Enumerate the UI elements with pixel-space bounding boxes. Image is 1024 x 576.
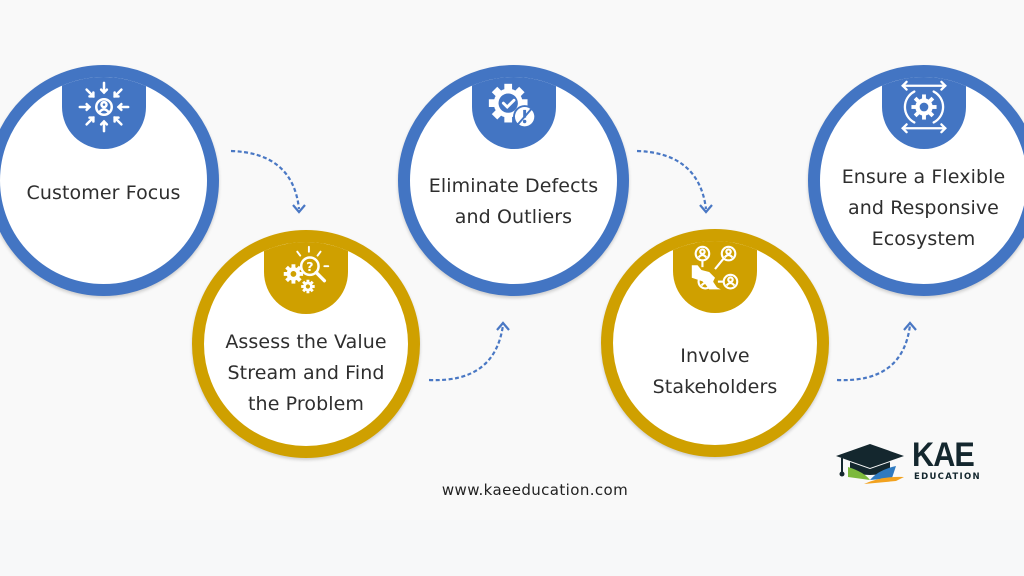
label-line: Ecosystem <box>871 228 976 250</box>
step-1-icon-tab <box>61 77 146 149</box>
stakeholder-network-icon <box>691 245 739 290</box>
step-3-icon-tab <box>471 77 556 149</box>
step-3-label: Eliminate Defects and Outliers <box>410 171 617 233</box>
gears-magnifier-question-icon: ? <box>283 245 330 294</box>
logo-subtitle: EDUCATION <box>914 472 981 482</box>
step-4-icon-tab <box>673 241 757 313</box>
customer-focus-icon <box>78 81 129 133</box>
diagram-canvas: Customer Focus ? <box>0 65 1024 499</box>
step-flexible-ecosystem: Ensure a Flexible and Responsive Ecosyst… <box>808 65 1024 296</box>
step-5-icon-tab <box>881 77 966 149</box>
connector-arrow-4-to-5 <box>836 321 917 382</box>
label-line: Eliminate Defects <box>428 175 599 197</box>
step-4-label: Involve Stakeholders <box>613 341 817 403</box>
step-1-label: Customer Focus <box>0 178 207 209</box>
website-url[interactable]: www.kaeeducation.com <box>441 481 629 499</box>
logo-wordmark: KAE <box>912 436 975 474</box>
step-customer-focus: Customer Focus <box>0 65 219 296</box>
step-involve-stakeholders: Involve Stakeholders <box>601 229 829 457</box>
gear-check-warning-icon <box>488 83 536 129</box>
step-assess-value-stream: ? Assess the Value Stream <box>192 230 420 458</box>
step-5-label: Ensure a Flexible and Responsive Ecosyst… <box>820 162 1024 255</box>
label-line: and Responsive <box>848 197 999 219</box>
connector-arrow-2-to-3 <box>428 321 510 382</box>
connector-arrow-3-to-4 <box>636 149 713 214</box>
label-line: and Outliers <box>454 206 573 228</box>
label-line: Involve <box>680 345 750 367</box>
svg-text:?: ? <box>306 259 313 274</box>
flexible-gear-cycle-icon <box>900 80 947 134</box>
label-line: Ensure a Flexible <box>841 166 1006 188</box>
kae-education-logo: KAE EDUCATION <box>834 436 984 485</box>
label-line: Assess the Value <box>225 331 387 353</box>
label-line: Stream and Find <box>227 362 385 384</box>
connector-arrow-1-to-2 <box>230 149 306 214</box>
label-line: Customer Focus <box>26 182 181 204</box>
label-line: Stakeholders <box>652 376 778 398</box>
step-2-label: Assess the Value Stream and Find the Pro… <box>204 327 408 420</box>
step-2-icon-tab: ? <box>264 242 348 314</box>
label-line: the Problem <box>248 393 364 415</box>
graduation-cap-icon <box>836 444 904 484</box>
step-eliminate-defects: Eliminate Defects and Outliers <box>398 65 629 296</box>
